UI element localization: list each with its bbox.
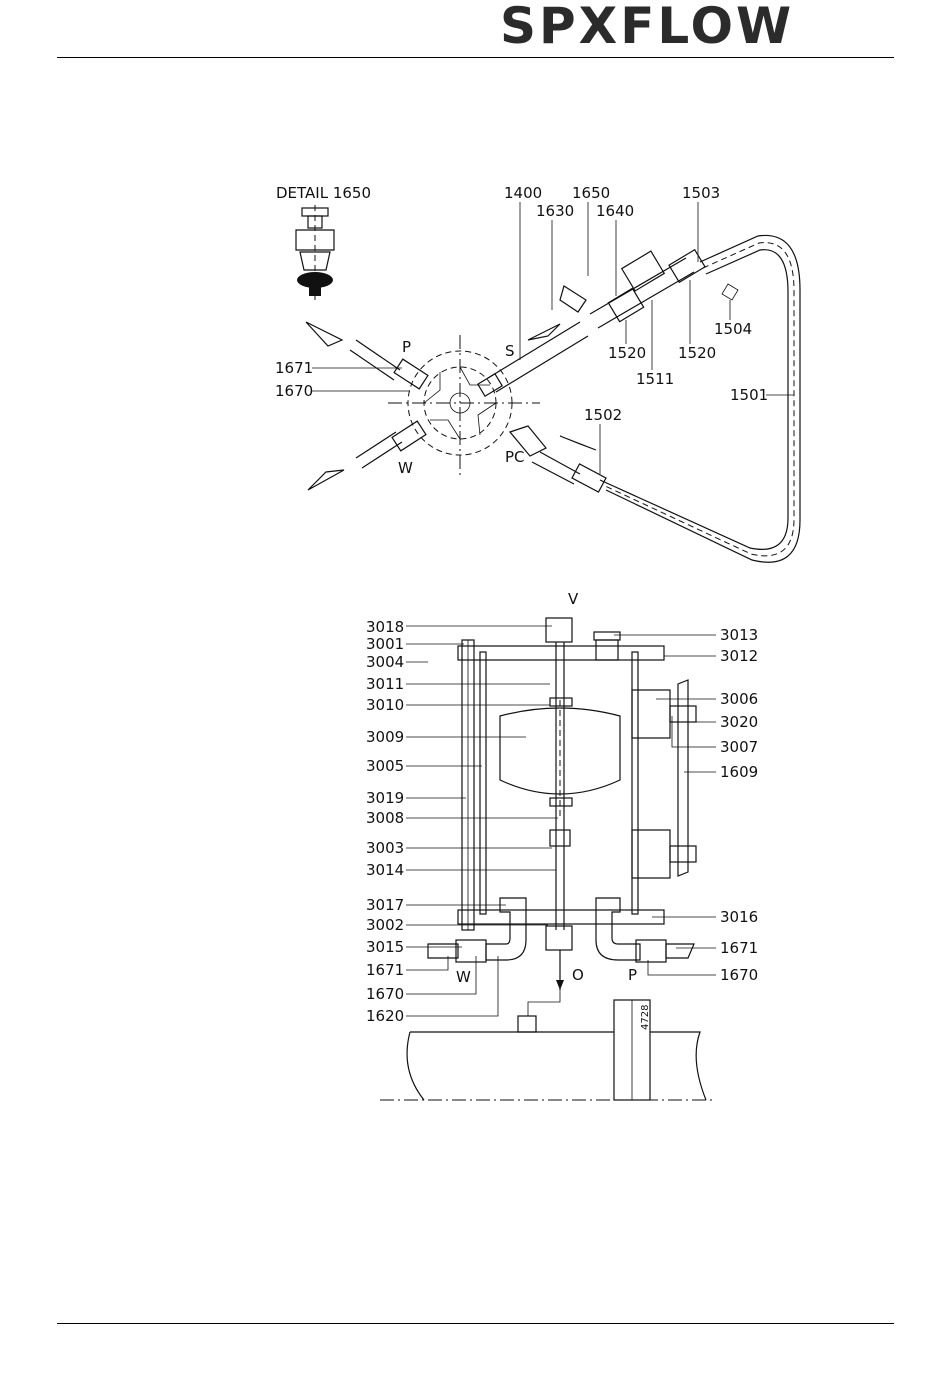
callout-1520-right: 1520 — [678, 344, 716, 362]
callout-1609: 1609 — [720, 763, 758, 781]
callout-3019: 3019 — [366, 789, 404, 807]
port-s-top: S — [505, 342, 515, 360]
frame-label-4728: 4728 — [640, 1005, 651, 1030]
pipe-w — [308, 421, 426, 490]
top-assembly-drawing: DETAIL 1650 1400 1650 1630 1640 1503 150… — [275, 184, 800, 562]
callout-3009: 3009 — [366, 728, 404, 746]
detail-1650-sketch — [296, 205, 334, 300]
callout-1650: 1650 — [572, 184, 610, 202]
callout-1400: 1400 — [504, 184, 542, 202]
callout-1671-bottom-left: 1671 — [366, 961, 404, 979]
callout-3012: 3012 — [720, 647, 758, 665]
port-w-bottom: W — [456, 968, 471, 986]
pipe-pc — [510, 284, 738, 492]
callout-3014: 3014 — [366, 861, 404, 879]
port-o: O — [572, 966, 584, 984]
port-p-bottom: P — [628, 966, 637, 984]
callout-3006: 3006 — [720, 690, 758, 708]
callout-3020: 3020 — [720, 713, 758, 731]
callout-3005: 3005 — [366, 757, 404, 775]
callout-3011: 3011 — [366, 675, 404, 693]
callout-3017: 3017 — [366, 896, 404, 914]
port-w-top: W — [398, 459, 413, 477]
callout-1671-top: 1671 — [275, 359, 313, 377]
detail-1650-title: DETAIL 1650 — [276, 184, 371, 202]
port-p-top: P — [402, 338, 411, 356]
callout-1520-left: 1520 — [608, 344, 646, 362]
callout-3013: 3013 — [720, 626, 758, 644]
port-v: V — [568, 590, 579, 608]
callout-1502: 1502 — [584, 406, 622, 424]
callout-3016: 3016 — [720, 908, 758, 926]
callout-3015: 3015 — [366, 938, 404, 956]
callout-3004: 3004 — [366, 653, 404, 671]
callout-3007: 3007 — [720, 738, 758, 756]
callout-1620: 1620 — [366, 1007, 404, 1025]
port-pc-top: PC — [505, 448, 525, 466]
callout-3003: 3003 — [366, 839, 404, 857]
callout-3010: 3010 — [366, 696, 404, 714]
callout-1671-bottom-right: 1671 — [720, 939, 758, 957]
callout-1630: 1630 — [536, 202, 574, 220]
callout-3001: 3001 — [366, 635, 404, 653]
callout-3008: 3008 — [366, 809, 404, 827]
callout-3002: 3002 — [366, 916, 404, 934]
callout-1670-top: 1670 — [275, 382, 313, 400]
callout-1504: 1504 — [714, 320, 752, 338]
callout-1511: 1511 — [636, 370, 674, 388]
return-pipe-1501 — [600, 235, 800, 562]
callout-1670-bottom-left: 1670 — [366, 985, 404, 1003]
bottom-assembly-drawing: 4728 V W O P 3018 3001 3004 3011 3010 30… — [366, 590, 758, 1100]
callout-1503: 1503 — [682, 184, 720, 202]
callout-3018: 3018 — [366, 618, 404, 636]
callout-1640: 1640 — [596, 202, 634, 220]
callout-1501: 1501 — [730, 386, 768, 404]
callout-1670-bottom-right: 1670 — [720, 966, 758, 984]
